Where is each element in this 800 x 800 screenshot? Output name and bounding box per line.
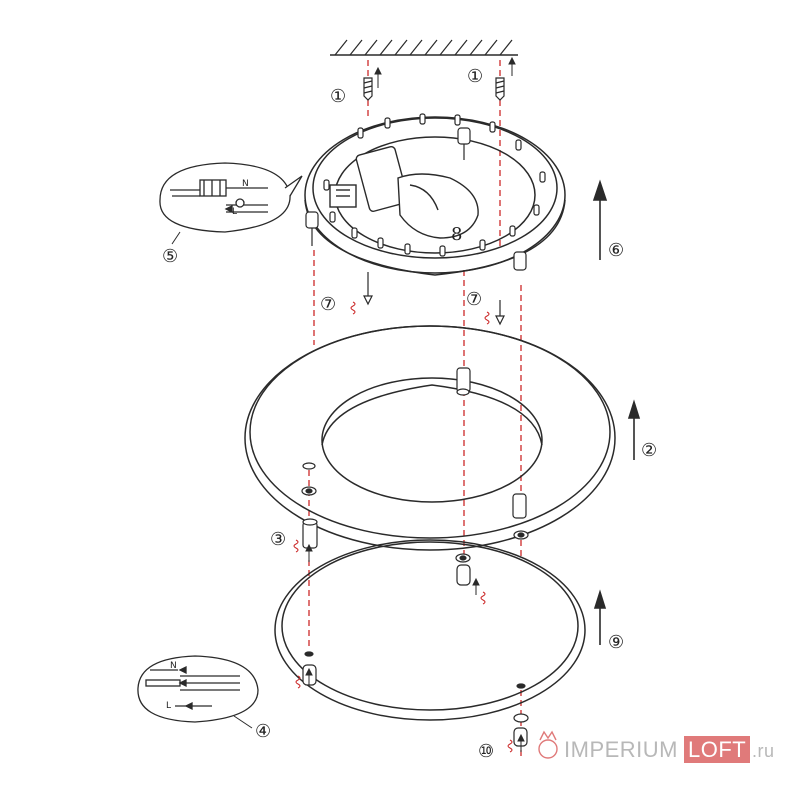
lamp-socket <box>329 145 479 239</box>
wall-plug-right <box>495 77 505 101</box>
wiring-detail-bottom <box>137 655 259 723</box>
mounting-base <box>304 113 566 276</box>
watermark-brand-b-bg <box>684 736 750 763</box>
watermark-brand-b: LOFT <box>688 737 746 762</box>
wall-plug-left <box>363 77 373 101</box>
wiring-bottom-l-label: L <box>166 701 171 711</box>
watermark-logo-icon <box>538 730 558 759</box>
arrow-up-9 <box>593 589 607 645</box>
callout-1-left: ① <box>330 86 346 107</box>
wiring-bottom-n-label: N <box>170 661 177 671</box>
alignment-lines <box>308 60 522 760</box>
wiring-top-l-label: L <box>232 207 237 217</box>
arrow-up-2 <box>627 399 641 460</box>
arrow-up-small-misc <box>305 543 525 752</box>
screw-7-right <box>495 300 505 326</box>
watermark-brand-a: IMPERIUM <box>564 737 678 762</box>
callout-3: ③ <box>270 529 286 550</box>
up-arrows-small <box>374 56 516 88</box>
callout-9: ⑨ <box>608 632 624 653</box>
callout-10: ⑩ <box>478 741 494 762</box>
wiring-top-n-label: N <box>242 179 249 189</box>
watermark-suffix: .ru <box>752 741 775 761</box>
spring-marks <box>293 301 513 753</box>
screw-7-left <box>363 272 373 306</box>
callout-2: ② <box>641 440 657 461</box>
wiring-detail-top <box>159 162 303 233</box>
callout-6: ⑥ <box>608 240 624 261</box>
callout-5: ⑤ <box>162 246 178 267</box>
outer-frame-ring <box>244 325 616 551</box>
arrow-up-6 <box>592 179 608 260</box>
spacer-post-3 <box>302 518 318 549</box>
callout-7-left: ⑦ <box>320 294 336 315</box>
glass-diffuser <box>274 539 586 747</box>
callout-8: 8 <box>451 224 462 245</box>
callout-7-right: ⑦ <box>466 289 482 310</box>
callout-1-right: ① <box>467 66 483 87</box>
leader-5 <box>171 231 181 245</box>
ceiling <box>330 39 518 56</box>
callout-4: ④ <box>255 721 271 742</box>
leader-4 <box>233 715 253 729</box>
watermark: IMPERIUM LOFT .ru <box>538 730 775 763</box>
